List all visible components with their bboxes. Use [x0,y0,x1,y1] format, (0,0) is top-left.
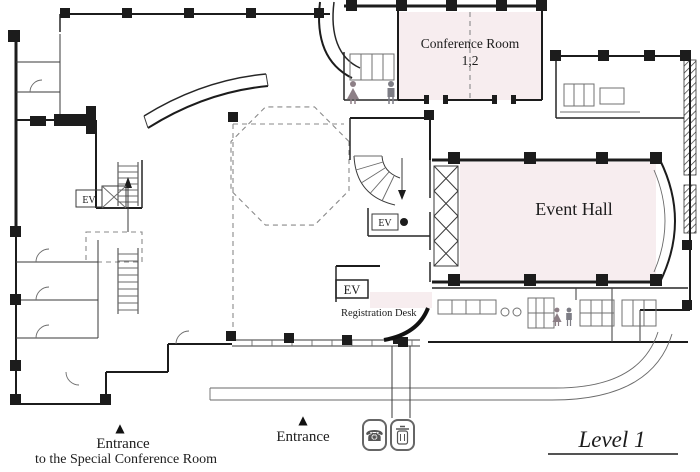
floor-title: Level 1 [548,427,678,455]
elevator-label: EV [82,195,96,206]
restroom-stalls-top [349,53,395,81]
main-entrance-label: Entrance [276,429,330,445]
entrance-marker-icon: ▲ [298,413,308,427]
amenity-icons: ☎ [362,419,415,451]
stair-west-lower [117,248,139,314]
door-arcs [29,79,190,386]
event-hall-label: Event Hall [535,199,612,219]
room-fills [370,12,656,308]
trash-icon [390,419,415,451]
conference-room-number: 1,2 [462,53,479,68]
entrance-marker-icon: ▲ [115,421,125,435]
registration-desk-area [370,292,432,308]
terrace-walkway [209,331,673,418]
special-entrance-sublabel: to the Special Conference Room [35,452,217,467]
stair-west-upper [117,162,139,232]
dashed-guides [85,12,471,330]
elevator-box [335,279,369,299]
structural-columns [8,0,692,405]
stair-spiral-center [353,155,406,206]
entrances: ▲ Entrance ▲ Entrance to the Special Con… [35,413,330,467]
elevator-label: EV [344,283,361,297]
elevator-box [371,213,399,231]
service-counters-south [437,297,657,329]
restroom-icons [347,81,572,326]
phone-booth-outline [362,419,387,451]
kitchen-top-right [560,83,640,113]
stairs [117,155,406,314]
dashed-area-outline [85,231,143,263]
up-arrow [124,177,132,188]
room-labels: Conference Room 1,2 Event Hall Registrat… [341,36,613,319]
restroom-female-icon [552,307,562,326]
operable-partition [433,165,459,267]
phone-icon: ☎ [365,427,384,445]
conference-room-label: Conference Room [421,36,520,51]
registration-desk-counter [383,307,430,342]
restroom-female-icon [347,81,359,104]
fixtures [349,53,657,329]
registration-desk-label: Registration Desk [341,308,417,319]
walls [14,1,691,405]
restroom-male-icon [387,81,395,104]
event-hall-area [460,162,656,280]
elevators: EV EV EV [75,185,399,299]
page-title: Level 1 [577,427,645,452]
down-arrow [398,190,406,200]
elevator-label: EV [378,218,392,229]
ceiling-octagon-outline [230,106,350,226]
special-entrance-label: Entrance [96,436,150,452]
restroom-male-icon [566,307,572,326]
elevator-box [75,189,103,208]
